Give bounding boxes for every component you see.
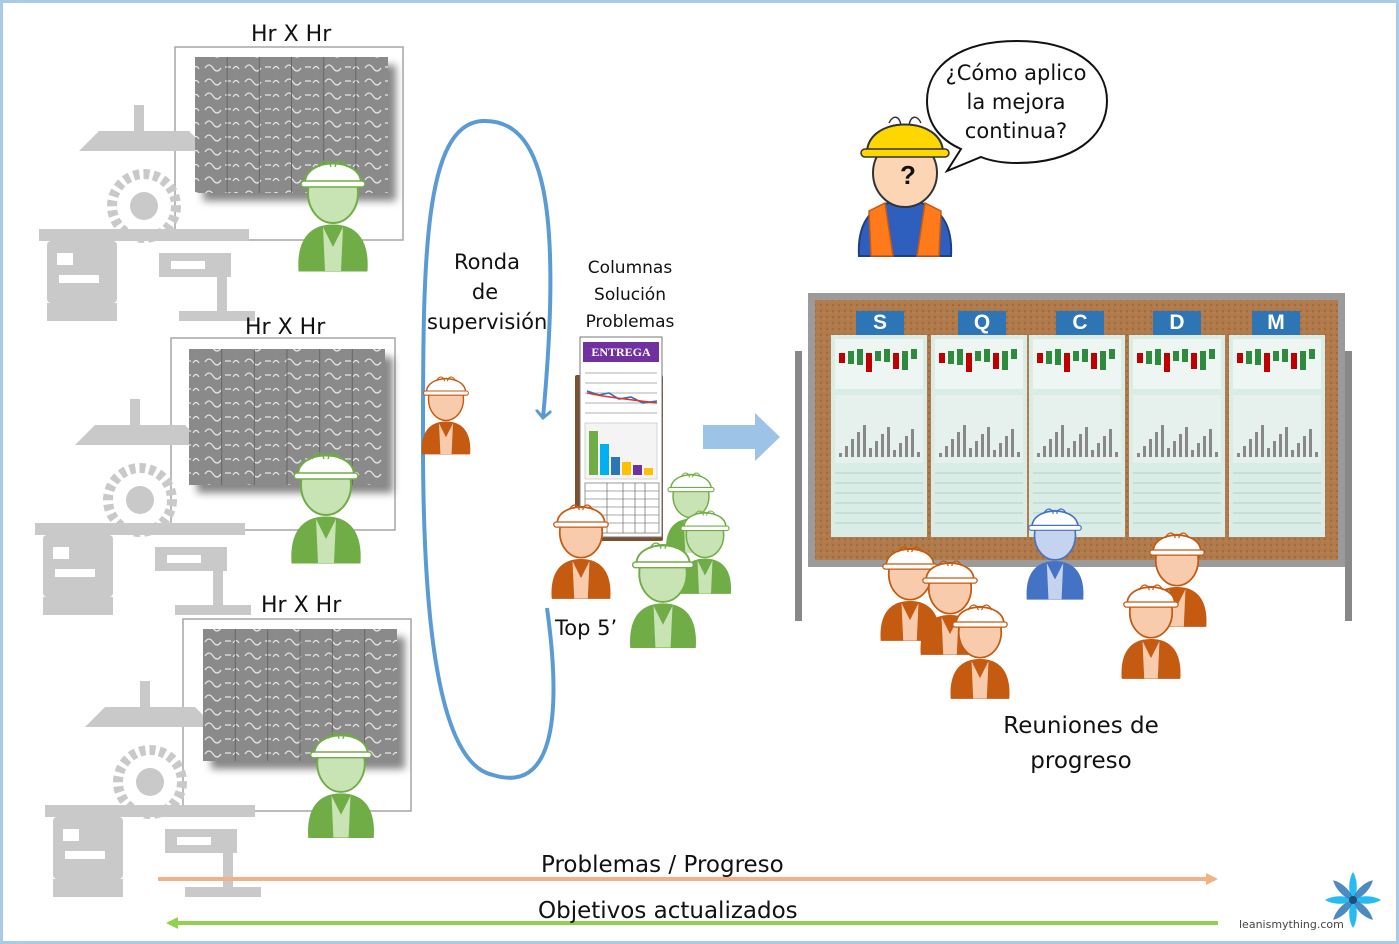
diagram-artwork xyxy=(35,39,1381,929)
board-panel xyxy=(931,335,1027,537)
board-photo-icon xyxy=(195,57,396,201)
logo-icon xyxy=(1325,872,1381,928)
station-1-label: Hr X Hr xyxy=(251,22,332,47)
bubble-line-2: la mejora xyxy=(966,90,1066,114)
machine-icon xyxy=(35,399,251,615)
worker-icon xyxy=(920,560,980,655)
board-panel xyxy=(1229,335,1325,537)
board-panel xyxy=(831,335,927,537)
supervision-label: supervisión xyxy=(427,310,548,334)
top5-label: Top 5’ xyxy=(555,616,618,640)
entrega-label: ENTREGA xyxy=(591,345,651,359)
flow-arrow xyxy=(703,413,780,461)
board-column-c: C xyxy=(1056,311,1104,335)
machine-icon xyxy=(45,681,261,897)
bubble-line-3: continua? xyxy=(964,119,1068,143)
worker-icon xyxy=(291,452,361,564)
sqcdm-board xyxy=(795,293,1352,621)
machine-icon xyxy=(39,105,255,321)
brand-label: leanismything.com xyxy=(1239,918,1344,931)
station-3-label: Hr X Hr xyxy=(261,593,342,618)
de-label: de xyxy=(471,280,499,304)
worker-icon xyxy=(421,376,471,455)
board-panel xyxy=(1029,335,1125,537)
updated-objectives-label: Objetivos actualizados xyxy=(538,898,798,924)
speech-bubble-icon xyxy=(925,39,1109,174)
board-column-d: D xyxy=(1153,311,1201,335)
worker-icon xyxy=(551,504,611,599)
worker-icon xyxy=(630,542,696,648)
board-column-m: M xyxy=(1252,311,1300,335)
board-column-s: S xyxy=(856,311,904,335)
reuniones-label: Reuniones de xyxy=(1003,713,1159,739)
worker-icon xyxy=(1121,584,1181,679)
question-mark: ? xyxy=(900,160,916,190)
board-panel xyxy=(1129,335,1225,537)
solucion-label: Solución xyxy=(594,285,666,305)
ronda-label: Ronda xyxy=(454,250,521,274)
board-photo-icon xyxy=(189,349,393,493)
problem-columns-board xyxy=(575,336,663,541)
supervision-loop-arrow xyxy=(420,118,556,780)
columnas-label: Columnas xyxy=(587,258,673,278)
worker-icon xyxy=(298,160,368,272)
worker-icon xyxy=(1026,508,1084,600)
worker-icon xyxy=(950,604,1010,699)
problems-progress-label: Problemas / Progreso xyxy=(541,852,784,878)
station-2-label: Hr X Hr xyxy=(245,315,326,340)
board-photo-icon xyxy=(203,629,405,769)
bubble-line-1: ¿Cómo aplico xyxy=(945,61,1087,85)
worker-icon xyxy=(857,116,953,257)
worker-icon xyxy=(308,732,374,838)
board-column-q: Q xyxy=(958,311,1006,335)
problemas-label: Problemas xyxy=(585,312,675,332)
progreso-label: progreso xyxy=(1030,748,1132,774)
